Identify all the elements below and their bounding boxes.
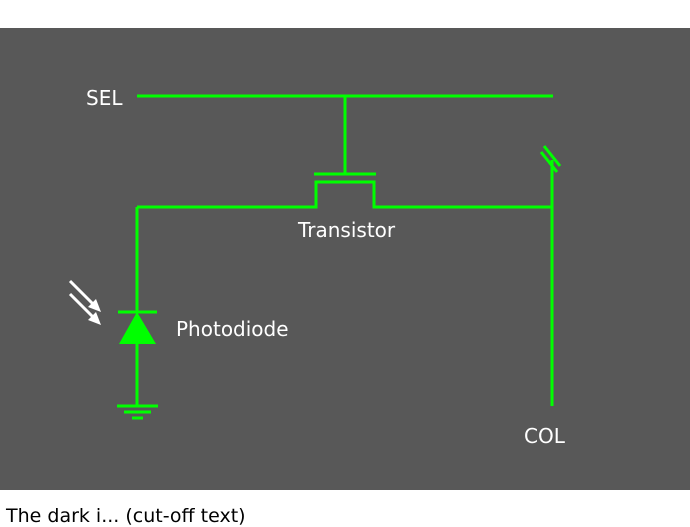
- bus-marker: [542, 145, 562, 167]
- transistor-label: Transistor: [298, 218, 396, 242]
- light-rays-icon: [68, 279, 101, 325]
- photodiode-label: Photodiode: [176, 317, 289, 341]
- ground-icon: [117, 404, 158, 420]
- photodiode-icon: [119, 312, 156, 344]
- transistor-icon: [137, 172, 552, 209]
- col-label: COL: [524, 424, 565, 448]
- caption-text: The dark i... (cut-off text): [6, 505, 246, 527]
- sel-label: SEL: [86, 86, 123, 110]
